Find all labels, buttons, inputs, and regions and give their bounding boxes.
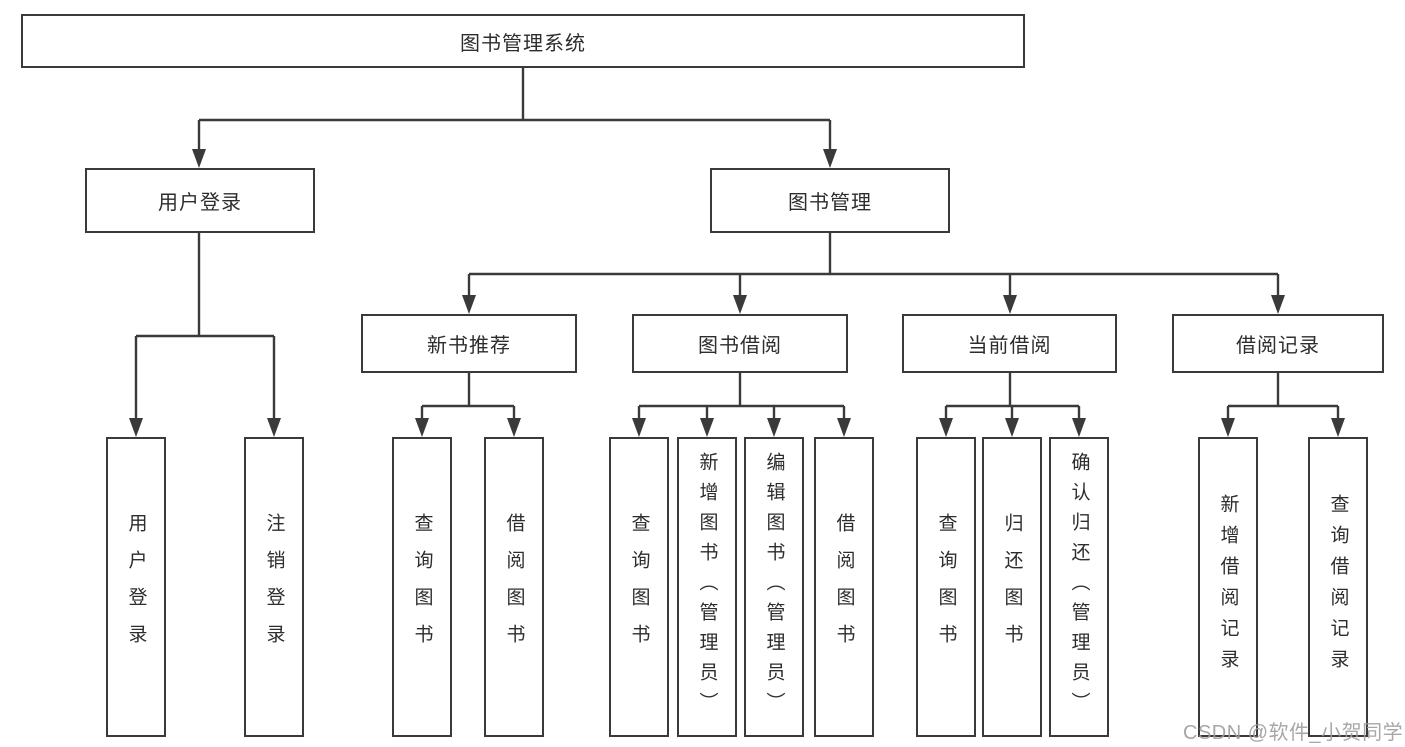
- node-book-management-label: 图书管理: [788, 192, 872, 214]
- leaf-newbook-borrow-books-label: 借阅图书: [503, 513, 525, 661]
- node-current-borrow-label: 当前借阅: [967, 335, 1052, 357]
- leaf-current-confirm-return-admin: 确认归还（管理员）: [1049, 437, 1109, 737]
- leaf-current-query-books: 查询图书: [916, 437, 976, 737]
- leaf-borrow-query-books: 查询图书: [609, 437, 669, 737]
- csdn-watermark: CSDN @软件_小贺同学: [1183, 722, 1404, 744]
- node-current-borrow: 当前借阅: [902, 314, 1117, 373]
- node-user-login: 用户登录: [85, 168, 315, 233]
- node-user-login-label: 用户登录: [158, 192, 242, 214]
- leaf-newbook-borrow-books: 借阅图书: [484, 437, 544, 737]
- leaf-borrow-query-books-label: 查询图书: [628, 513, 650, 661]
- leaf-records-add-record: 新增借阅记录: [1198, 437, 1258, 737]
- node-new-book-recommend: 新书推荐: [361, 314, 577, 373]
- node-book-borrow: 图书借阅: [632, 314, 848, 373]
- node-root: 图书管理系统: [21, 14, 1025, 68]
- node-borrow-records: 借阅记录: [1172, 314, 1384, 373]
- leaf-records-query-record-label: 查询借阅记录: [1327, 494, 1349, 680]
- node-book-management: 图书管理: [710, 168, 950, 233]
- leaf-newbook-query-books-label: 查询图书: [411, 513, 433, 661]
- leaf-user-login-label: 用户登录: [125, 513, 147, 661]
- leaf-borrow-edit-books-admin: 编辑图书（管理员）: [744, 437, 804, 737]
- leaf-user-login: 用户登录: [106, 437, 166, 737]
- node-root-label: 图书管理系统: [460, 32, 586, 55]
- leaf-logout-label: 注销登录: [263, 513, 285, 661]
- leaf-borrow-edit-books-admin-label: 编辑图书（管理员）: [763, 452, 785, 722]
- leaf-logout: 注销登录: [244, 437, 304, 737]
- leaf-current-return-books: 归还图书: [982, 437, 1042, 737]
- leaf-current-return-books-label: 归还图书: [1001, 513, 1023, 661]
- leaf-records-add-record-label: 新增借阅记录: [1217, 494, 1239, 680]
- leaf-borrow-add-books-admin: 新增图书（管理员）: [677, 437, 737, 737]
- leaf-newbook-query-books: 查询图书: [392, 437, 452, 737]
- node-book-borrow-label: 图书借阅: [698, 335, 782, 357]
- leaf-current-confirm-return-admin-label: 确认归还（管理员）: [1068, 452, 1090, 722]
- leaf-borrow-borrow-books-label: 借阅图书: [833, 513, 855, 661]
- leaf-records-query-record: 查询借阅记录: [1308, 437, 1368, 737]
- node-new-book-recommend-label: 新书推荐: [427, 335, 511, 357]
- node-borrow-records-label: 借阅记录: [1236, 335, 1320, 357]
- leaf-borrow-borrow-books: 借阅图书: [814, 437, 874, 737]
- leaf-current-query-books-label: 查询图书: [935, 513, 957, 661]
- leaf-borrow-add-books-admin-label: 新增图书（管理员）: [696, 452, 718, 722]
